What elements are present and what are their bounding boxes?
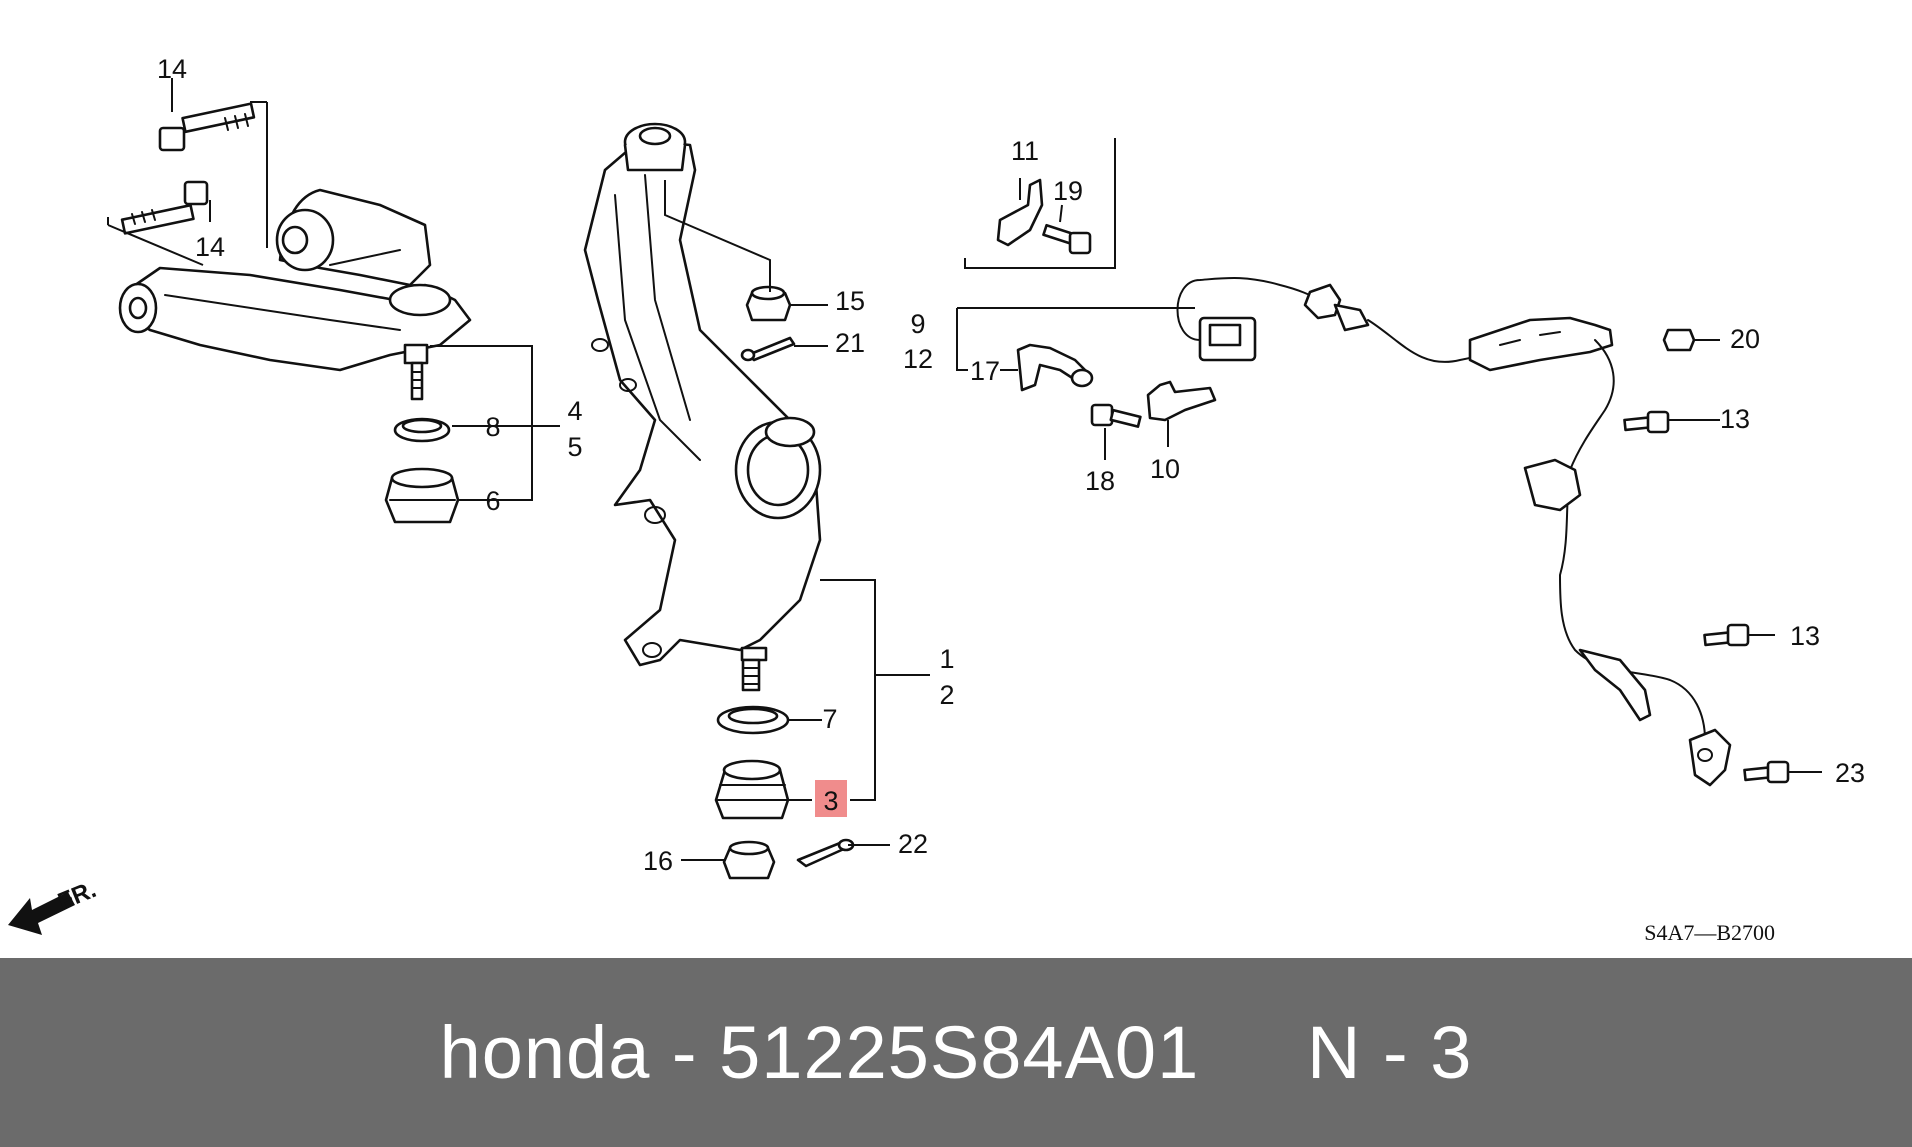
callout-21: 21: [835, 328, 865, 358]
front-label: FR.: [54, 876, 100, 916]
callout-11: 11: [1011, 136, 1039, 166]
dust-seal-ring-8: [393, 417, 451, 443]
bracket-10: [1146, 380, 1217, 422]
arm-bolt-upper: [158, 102, 256, 152]
cotter-pin-22: [796, 838, 855, 868]
bolt-13-upper: [1623, 410, 1670, 434]
callout-16: 16: [643, 846, 673, 876]
cotter-pin-21: [740, 336, 796, 362]
part-caption: honda - 51225S84A01 N - 3: [439, 1011, 1473, 1094]
bolt-18: [1090, 403, 1142, 428]
callout-9: 9: [910, 309, 925, 339]
callout-10: 10: [1150, 454, 1180, 484]
highlight-box: [815, 780, 847, 817]
callout-4: 4: [567, 396, 582, 426]
upper-control-arm: [118, 188, 472, 372]
callout-14-top: 14: [157, 54, 187, 84]
nut-20: [1662, 328, 1696, 352]
bolt-19: [1042, 223, 1092, 255]
snap-ring-7: [716, 705, 790, 735]
callout-7: 7: [822, 704, 837, 734]
arm-bolt-lower: [120, 180, 209, 235]
steering-knuckle: [583, 122, 822, 667]
clip-17: [1016, 343, 1094, 392]
diagram-code: S4A7—B2700: [1644, 920, 1775, 945]
callouts: 14 14 4 5 8 6 15 21 1 2 7 3 16 22 11 19 …: [157, 54, 1865, 876]
leader-lines: [107, 78, 1822, 861]
callout-13-upper: 13: [1720, 404, 1750, 434]
callout-2: 2: [939, 680, 954, 710]
boot-6: [384, 467, 460, 524]
callout-3: 3: [823, 786, 838, 816]
callout-17: 17: [970, 356, 1000, 386]
callout-15: 15: [835, 286, 865, 316]
lower-ball-joint-stud: [740, 646, 768, 692]
callout-6: 6: [485, 486, 500, 516]
callout-8: 8: [485, 412, 500, 442]
callout-20: 20: [1730, 324, 1760, 354]
caption-bar: honda - 51225S84A01 N - 3: [0, 958, 1912, 1147]
callout-14-bottom: 14: [195, 232, 225, 262]
exploded-parts-diagram: 14 14 4 5 8 6 15 21 1 2 7 3 16 22 11 19 …: [8, 54, 1866, 945]
callout-22: 22: [898, 829, 928, 859]
bolt-23: [1743, 760, 1790, 784]
wheel-speed-sensor-harness: [1176, 277, 1732, 787]
bracket-11: [996, 178, 1044, 247]
castle-nut-15: [745, 285, 792, 322]
callout-19: 19: [1053, 176, 1083, 206]
bolt-13-lower: [1703, 623, 1750, 647]
callout-1: 1: [939, 644, 954, 674]
callout-23: 23: [1835, 758, 1865, 788]
castle-nut-16: [722, 840, 776, 880]
callout-5: 5: [567, 432, 582, 462]
callout-12: 12: [903, 344, 933, 374]
ball-joint-boot-3: [714, 759, 790, 820]
front-direction-arrow: FR.: [8, 876, 100, 935]
callout-18: 18: [1085, 466, 1115, 496]
upper-ball-joint-stud: [403, 343, 429, 401]
callout-13-lower: 13: [1790, 621, 1820, 651]
